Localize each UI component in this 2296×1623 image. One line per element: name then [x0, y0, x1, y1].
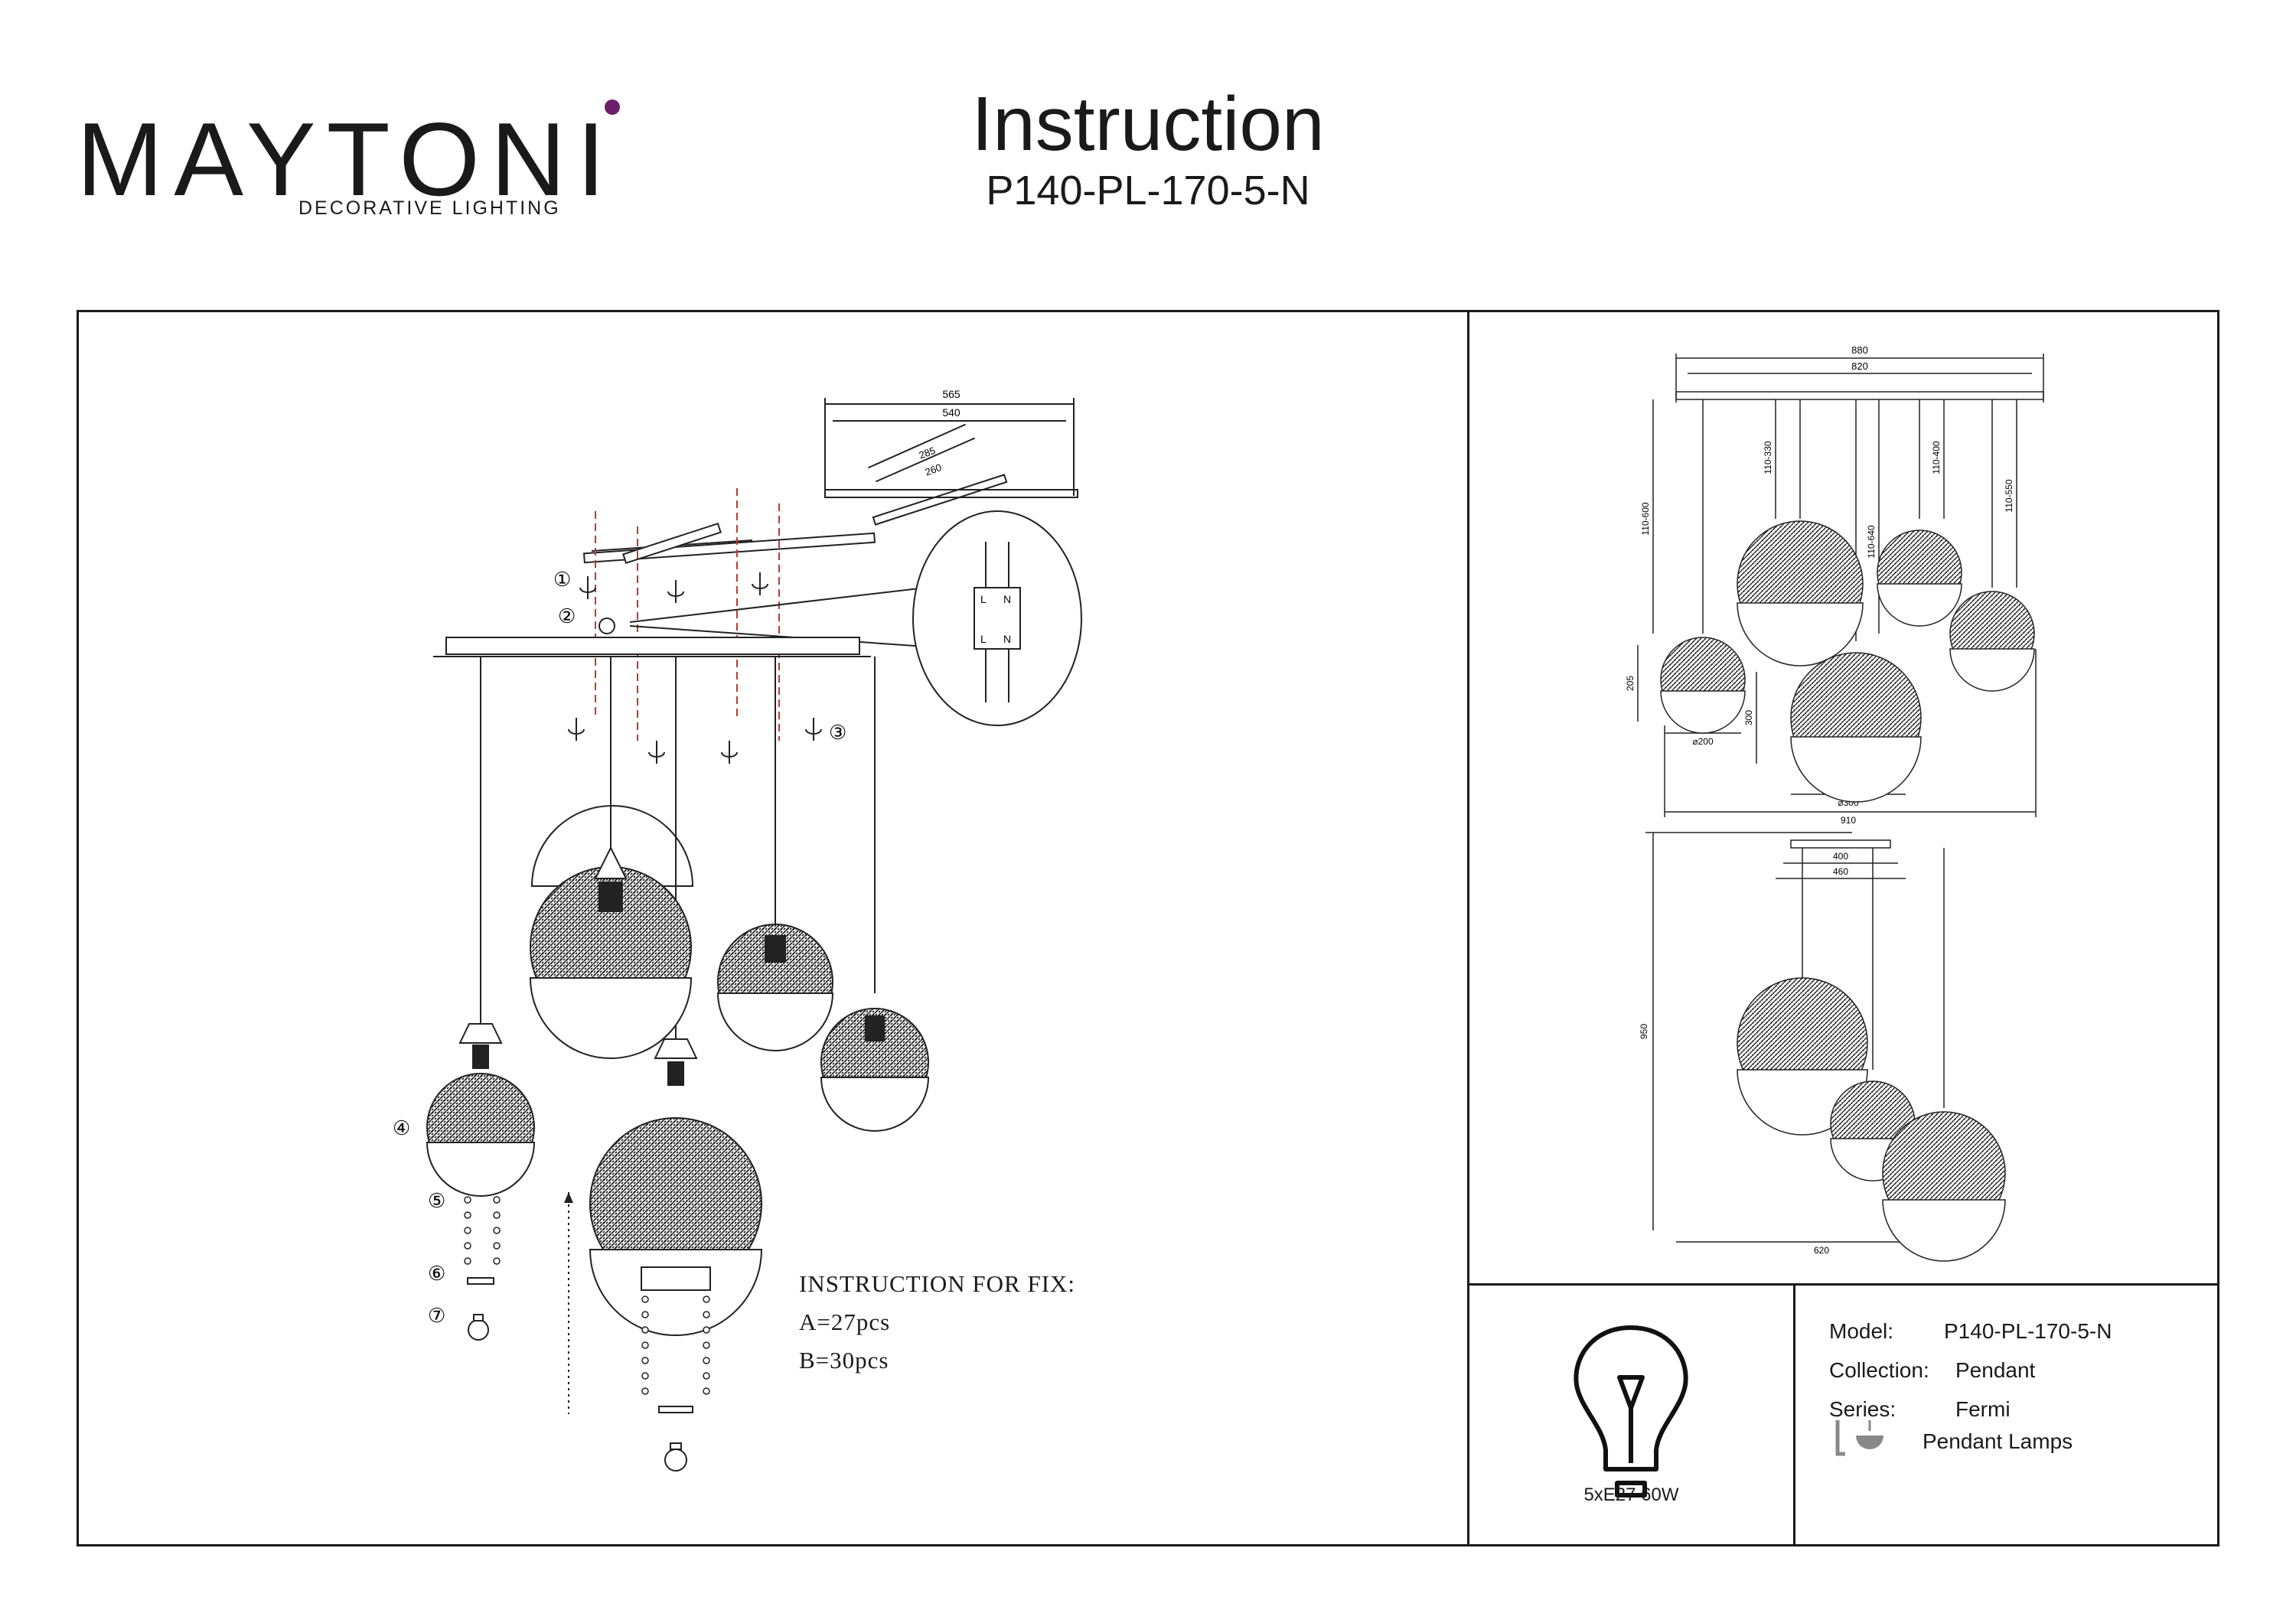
step-6: ⑥: [428, 1262, 445, 1285]
guide-lines: [595, 488, 780, 741]
mounting-bracket: [582, 522, 876, 565]
model-label: Model:: [1829, 1319, 1894, 1343]
ring-part-center: [658, 1406, 693, 1413]
dim-h-3: 110-640: [1866, 525, 1877, 558]
wire-l-top: L: [980, 593, 987, 605]
dim-h-4: 110-400: [1931, 441, 1942, 474]
instruction-frame: [77, 310, 2219, 1546]
dim-540: 540: [942, 406, 960, 419]
ring-part: [467, 1277, 494, 1285]
screws: [568, 572, 822, 764]
canopy-bar: [445, 637, 860, 655]
brand-logo: MAYTONI DECORATIVE LIGHTING: [77, 99, 620, 230]
shade-large-bottom: [589, 1038, 763, 1336]
bulb-center: [664, 1442, 687, 1471]
shade-large-top: [529, 805, 694, 1059]
step-7: ⑦: [428, 1304, 445, 1327]
step-3: ③: [829, 721, 846, 744]
collection-label: Collection:: [1829, 1358, 1929, 1382]
crystal-strands-center: [641, 1295, 710, 1395]
dim-h-1: 110-600: [1640, 502, 1651, 535]
series-value: Fermi: [1955, 1397, 2011, 1421]
dim-side-400: 400: [1833, 851, 1848, 862]
power-rating: 5xE27 60W: [1583, 1484, 1679, 1505]
lamp-type-icon: [1574, 1325, 1688, 1498]
dim-h-5: 110-550: [2004, 479, 2014, 512]
step-4: ④: [393, 1116, 410, 1139]
dim-side-620: 620: [1814, 1245, 1829, 1256]
shade-small-left: [426, 1023, 536, 1197]
dimension-drawings: 880 820 110-600 110-330 110-640 110-400 …: [1625, 344, 2044, 1262]
installation-diagram: 565 540 285 260 ① ② ③ ④ ⑤ ⑥ ⑦ L N L N: [393, 388, 1082, 1471]
collection-value: Pendant: [1955, 1358, 2036, 1382]
model-value: P140-PL-170-5-N: [1944, 1319, 2112, 1343]
wire-n-bottom: N: [1003, 633, 1011, 645]
type-value: Pendant Lamps: [1923, 1429, 2073, 1453]
ceiling-plate-top: [824, 398, 1078, 526]
brand-name: MAYTONI: [77, 101, 617, 217]
step-5: ⑤: [428, 1189, 445, 1212]
dim-260: 260: [924, 461, 944, 478]
dim-large-h: 300: [1743, 710, 1754, 725]
dim-565: 565: [942, 388, 960, 400]
dim-h-2: 110-330: [1763, 441, 1773, 474]
frame-divider-vertical: [1467, 310, 1469, 1546]
dim-small-d: ⌀200: [1692, 736, 1714, 747]
page-title: Instruction: [971, 81, 1325, 167]
series-label: Series:: [1829, 1397, 1896, 1421]
dim-side-460: 460: [1833, 866, 1848, 877]
step-1: ①: [553, 568, 571, 591]
dim-top-880: 880: [1851, 344, 1868, 356]
wire-l-bottom: L: [980, 633, 987, 645]
dim-top-820: 820: [1851, 360, 1868, 372]
fix-count-a: A=27pcs: [799, 1309, 891, 1335]
brand-dot: [605, 99, 620, 115]
dim-total-910: 910: [1841, 815, 1856, 826]
frame-divider-horizontal: [1467, 1283, 2219, 1286]
wiring-detail: [629, 510, 1082, 726]
step-2: ②: [558, 605, 576, 627]
shade-small-right-lower: [820, 1008, 930, 1132]
shade-small-right-upper: [716, 924, 834, 1051]
wire-n-top: N: [1003, 593, 1011, 605]
model-code: P140-PL-170-5-N: [986, 168, 1310, 213]
bulb-small: [468, 1314, 489, 1341]
crystal-strands-left: [464, 1196, 501, 1265]
fix-instruction-title: INSTRUCTION FOR FIX:: [799, 1270, 1076, 1297]
frame-divider-footer: [1793, 1283, 1795, 1546]
top-view-shades: [1660, 520, 2035, 803]
dim-side-950: 950: [1639, 1024, 1649, 1039]
fix-count-b: B=30pcs: [799, 1347, 889, 1374]
dim-small-h: 205: [1625, 676, 1636, 691]
side-view-shades: [1737, 977, 2006, 1262]
pendant-icon: [1835, 1420, 1883, 1456]
brand-tagline: DECORATIVE LIGHTING: [298, 197, 561, 219]
dim-285: 285: [918, 445, 938, 461]
